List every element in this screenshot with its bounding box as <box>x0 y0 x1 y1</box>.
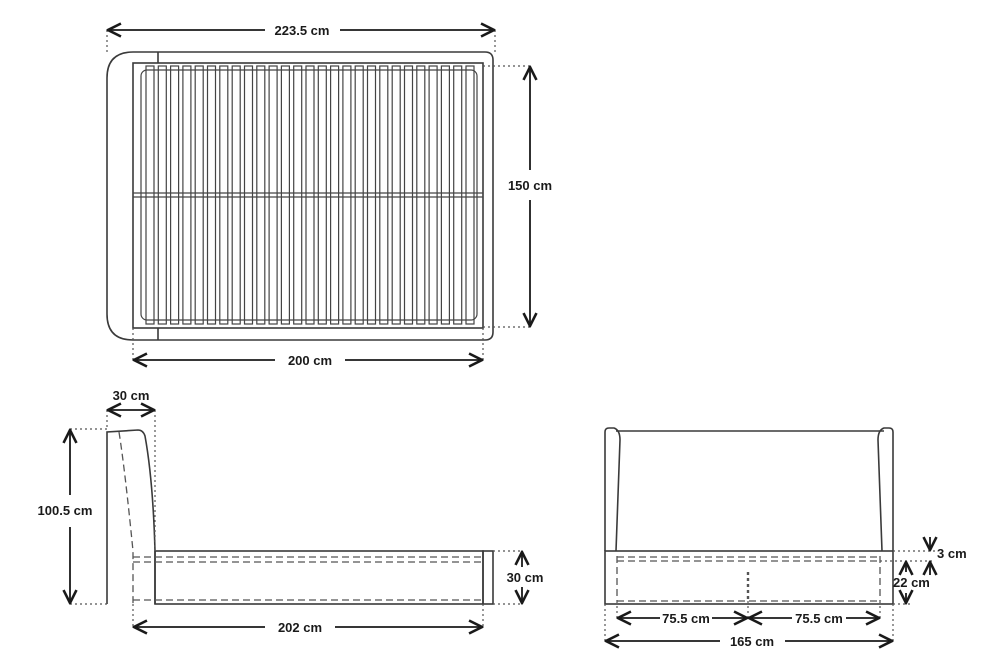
headboard-side <box>106 429 156 604</box>
slat <box>465 65 475 325</box>
slat <box>428 65 438 325</box>
slat <box>366 65 377 325</box>
slats <box>145 65 475 325</box>
base-height-label: 30 cm <box>507 570 544 585</box>
slat <box>330 65 340 325</box>
slat <box>403 65 414 325</box>
slat <box>354 65 364 325</box>
slat <box>157 65 167 325</box>
top-view: 223.5 cm 150 cm 200 cm <box>106 23 552 368</box>
inner-height-label: 22 cm <box>893 575 930 590</box>
top-gap-label: 3 cm <box>937 546 967 561</box>
headboard-depth-label: 30 cm <box>113 388 150 403</box>
slat-frame-inner <box>140 69 478 321</box>
slat <box>145 65 155 325</box>
slat <box>280 65 290 325</box>
headboard-front <box>604 427 621 552</box>
slat <box>440 65 450 325</box>
front-view: 75.5 cm 75.5 cm 165 cm 3 cm 22 cm <box>604 427 967 649</box>
slat <box>219 65 229 325</box>
slat <box>293 65 303 325</box>
slat-length-label: 200 cm <box>288 353 332 368</box>
height-label: 100.5 cm <box>38 503 93 518</box>
slat <box>256 65 266 325</box>
slat <box>206 65 217 325</box>
slat <box>194 65 204 325</box>
right-half-label: 75.5 cm <box>795 611 843 626</box>
slat <box>391 65 401 325</box>
slat <box>170 65 180 325</box>
bed-base-side <box>154 550 484 605</box>
slat <box>268 65 278 325</box>
slat <box>416 65 426 325</box>
bed-base-front <box>604 550 894 605</box>
footboard-side <box>482 550 494 605</box>
slat <box>453 65 463 325</box>
slat <box>243 65 254 325</box>
width-label: 150 cm <box>508 178 552 193</box>
bed-outline <box>106 51 494 341</box>
left-half-label: 75.5 cm <box>662 611 710 626</box>
overall-width-label: 165 cm <box>730 634 774 649</box>
slat <box>182 65 192 325</box>
hidden-line <box>118 431 134 604</box>
slat <box>342 65 352 325</box>
slat <box>317 65 327 325</box>
slat <box>379 65 389 325</box>
slat <box>231 65 241 325</box>
slat-frame <box>132 62 484 329</box>
slat <box>305 65 315 325</box>
overall-length-label: 223.5 cm <box>275 23 330 38</box>
side-view: 30 cm 100.5 cm 30 cm 202 cm <box>38 388 544 635</box>
length-label: 202 cm <box>278 620 322 635</box>
